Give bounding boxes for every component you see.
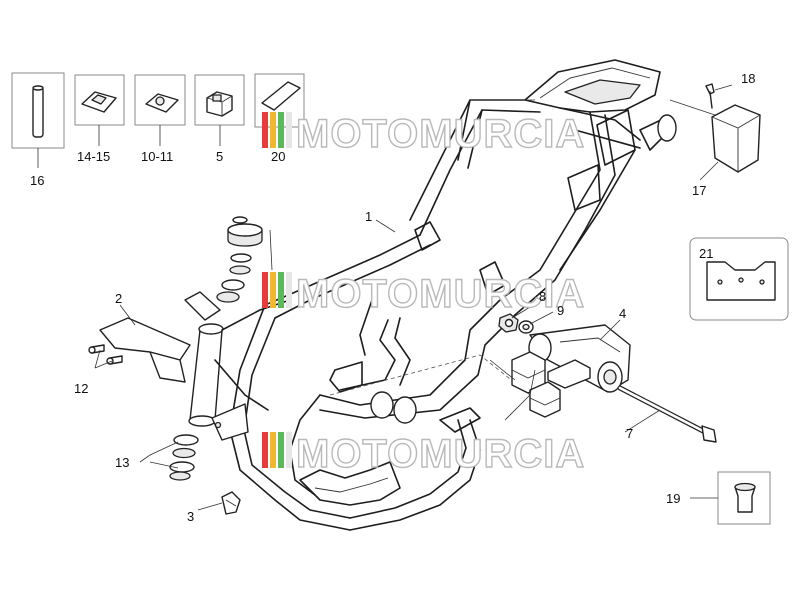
callout-8: 8 bbox=[539, 289, 546, 304]
steering-head-group bbox=[88, 216, 291, 515]
callout-21: 21 bbox=[699, 246, 713, 261]
watermark-stripe-grey bbox=[286, 112, 292, 148]
watermark-text: MOTOMURCIA bbox=[296, 432, 585, 476]
callout-labels: 16 14-15 10-11 5 20 1 2 12 13 3 8 9 4 7 … bbox=[30, 71, 755, 524]
engine-mount-group bbox=[498, 313, 717, 443]
watermark-middle: MOTOMURCIA bbox=[262, 271, 585, 317]
part-box-14-15 bbox=[74, 74, 125, 146]
watermark-text: MOTOMURCIA bbox=[296, 112, 585, 156]
callout-14-15: 14-15 bbox=[77, 149, 110, 164]
watermark-stripe-red bbox=[262, 112, 268, 148]
callout-4: 4 bbox=[619, 306, 626, 321]
part-box-21 bbox=[689, 237, 789, 321]
watermark-text: MOTOMURCIA bbox=[296, 272, 585, 316]
main-frame bbox=[229, 59, 677, 531]
callout-2: 2 bbox=[115, 291, 122, 306]
callout-18: 18 bbox=[741, 71, 755, 86]
callout-1: 1 bbox=[365, 209, 372, 224]
callout-20: 20 bbox=[271, 149, 285, 164]
callout-12: 12 bbox=[74, 381, 88, 396]
watermark-stripe-green bbox=[278, 272, 284, 308]
callout-10-11: 10-11 bbox=[141, 149, 173, 164]
watermark-stripe-green bbox=[278, 432, 284, 468]
part-box-10-11 bbox=[134, 74, 186, 146]
watermark-stripe-yellow bbox=[270, 272, 276, 308]
watermark-stripe-red bbox=[262, 272, 268, 308]
callout-7: 7 bbox=[626, 426, 633, 441]
watermark-stripe-red bbox=[262, 432, 268, 468]
watermark-bottom: MOTOMURCIA bbox=[262, 431, 585, 477]
watermark-stripe-grey bbox=[286, 272, 292, 308]
callout-16: 16 bbox=[30, 173, 44, 188]
watermark-stripe-yellow bbox=[270, 432, 276, 468]
watermark-stripe-grey bbox=[286, 432, 292, 468]
part-box-16 bbox=[11, 72, 65, 168]
callout-13: 13 bbox=[115, 455, 129, 470]
callout-9: 9 bbox=[557, 303, 564, 318]
watermark-stripe-green bbox=[278, 112, 284, 148]
callout-3: 3 bbox=[187, 509, 194, 524]
watermark-top: MOTOMURCIA bbox=[262, 111, 585, 157]
callout-19: 19 bbox=[666, 491, 680, 506]
leader-lines bbox=[94, 84, 733, 511]
watermark-stripe-yellow bbox=[270, 112, 276, 148]
part-box-19 bbox=[690, 471, 771, 525]
part-box-5 bbox=[194, 74, 245, 146]
callout-5: 5 bbox=[216, 149, 223, 164]
callout-17: 17 bbox=[692, 183, 706, 198]
rear-cover-group bbox=[705, 83, 761, 173]
